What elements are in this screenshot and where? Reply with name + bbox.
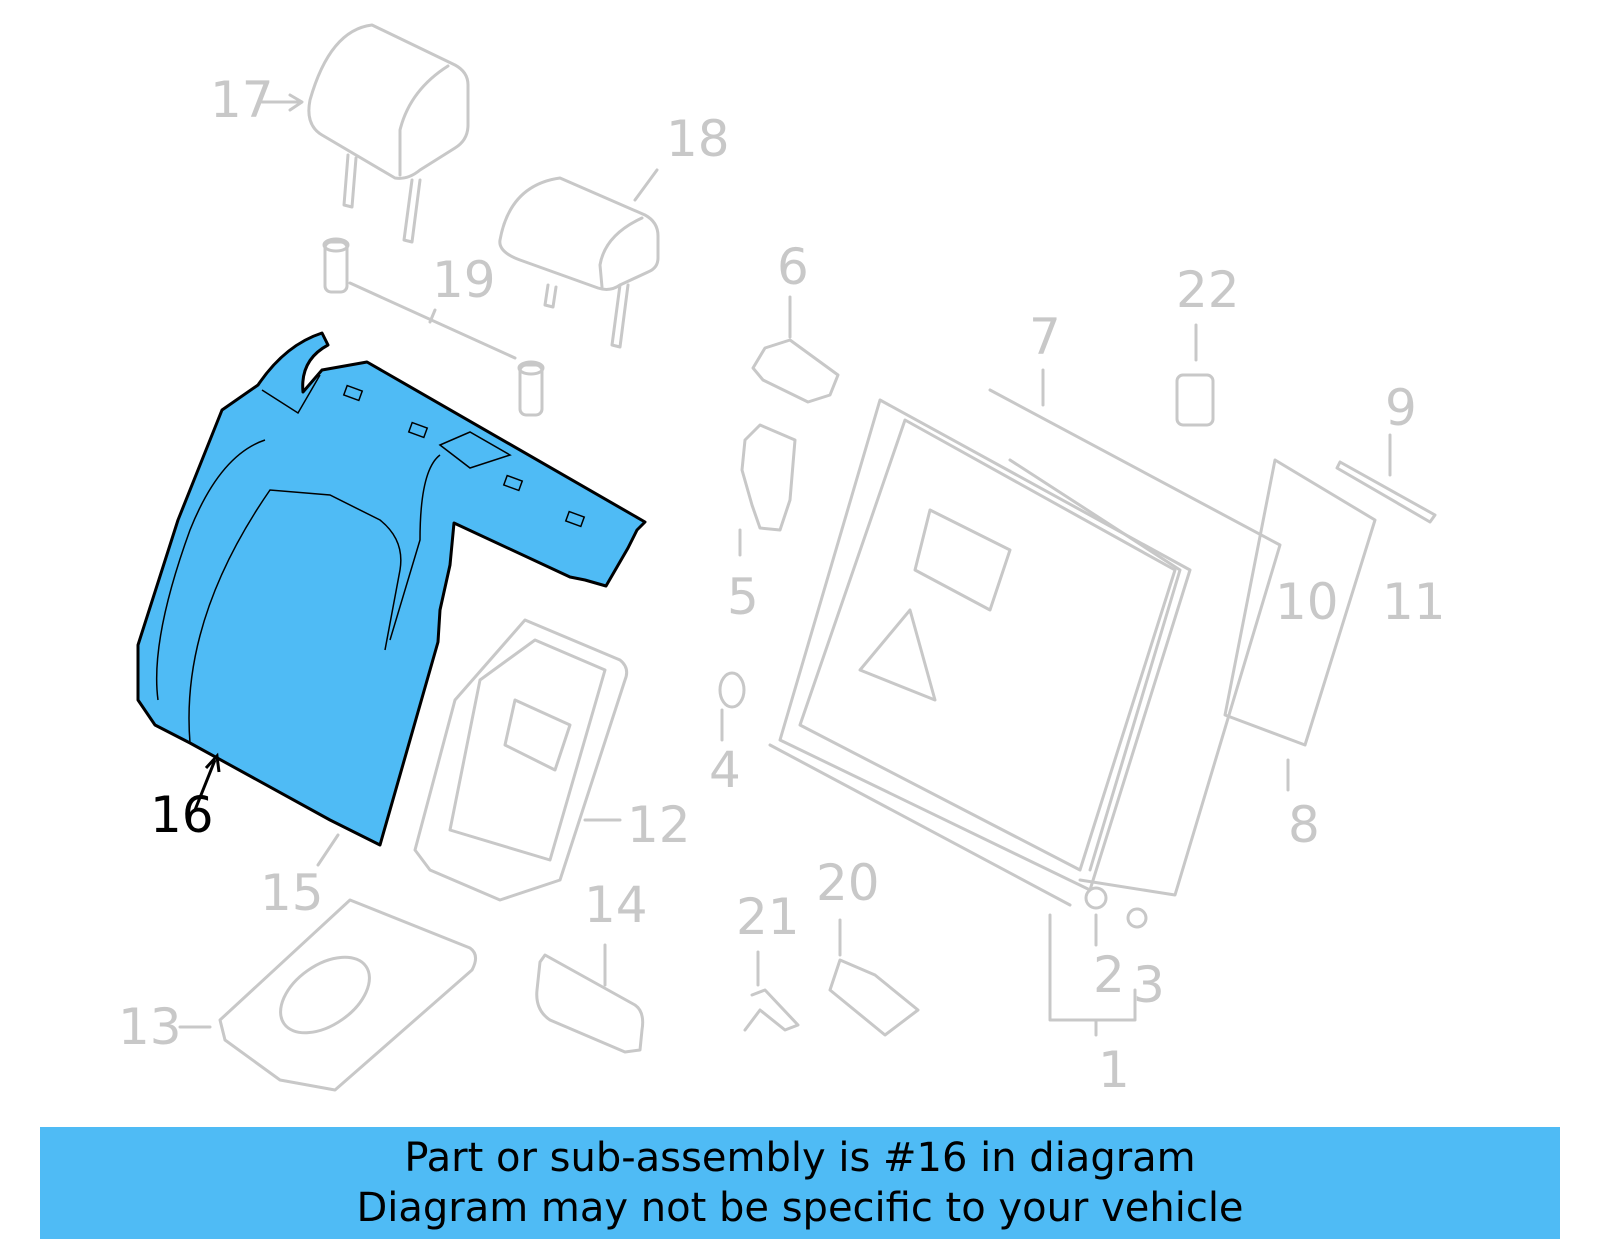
callout-label-22: 22 [1176, 261, 1240, 319]
trim-strip-9-icon [1335, 433, 1437, 524]
callout-label-7: 7 [1029, 308, 1061, 366]
callout-label-12: 12 [627, 796, 691, 854]
callout-label-17: 17 [210, 71, 274, 129]
armrest-13-icon [178, 898, 477, 1092]
seat-back-cover-16-icon [136, 331, 647, 847]
seat-frame-1-icon [768, 398, 1192, 907]
callout-label-4: 4 [709, 741, 741, 799]
clip-21-icon [743, 950, 800, 1032]
callout-label-21: 21 [736, 888, 800, 946]
clip-20-icon [828, 918, 920, 1037]
switch-22-icon [1175, 323, 1215, 427]
callout-label-11: 11 [1382, 573, 1446, 631]
callout-label-14: 14 [584, 876, 648, 934]
callout-label-1: 1 [1098, 1041, 1130, 1099]
grommet-4-icon [718, 671, 746, 742]
handle-cover-6-icon [751, 295, 840, 404]
callout-label-3: 3 [1133, 956, 1165, 1014]
callout-label-2: 2 [1093, 946, 1125, 1004]
callout-label-6: 6 [777, 238, 809, 296]
callout-label-8: 8 [1288, 796, 1320, 854]
banner-part-note: Part or sub-assembly is #16 in diagram [404, 1135, 1196, 1181]
cover-14-icon [535, 943, 645, 1054]
panel-8-icon [1223, 458, 1377, 792]
callout-label-10: 10 [1275, 573, 1339, 631]
headrest-18-icon [498, 168, 660, 349]
guide-sleeve-19-icon [322, 237, 545, 417]
info-banner: Part or sub-assembly is #16 in diagram D… [40, 1127, 1560, 1239]
callout-label-13: 13 [118, 998, 182, 1056]
callout-label-5: 5 [727, 568, 759, 626]
headrest-17-icon [260, 23, 470, 244]
callout-label-16: 16 [150, 786, 214, 844]
bolts-2-3-icon [1048, 886, 1148, 1037]
arrow-15-icon [316, 833, 340, 867]
armrest-frame-12-icon [413, 618, 629, 902]
callout-label-9: 9 [1385, 379, 1417, 437]
latch-5-icon [738, 423, 797, 557]
back-panel-7-icon [988, 368, 1282, 897]
callout-label-19: 19 [432, 251, 496, 309]
callout-label-20: 20 [816, 854, 880, 912]
callout-label-15: 15 [260, 864, 324, 922]
banner-disclaimer: Diagram may not be specific to your vehi… [356, 1185, 1244, 1231]
callout-label-18: 18 [666, 110, 730, 168]
